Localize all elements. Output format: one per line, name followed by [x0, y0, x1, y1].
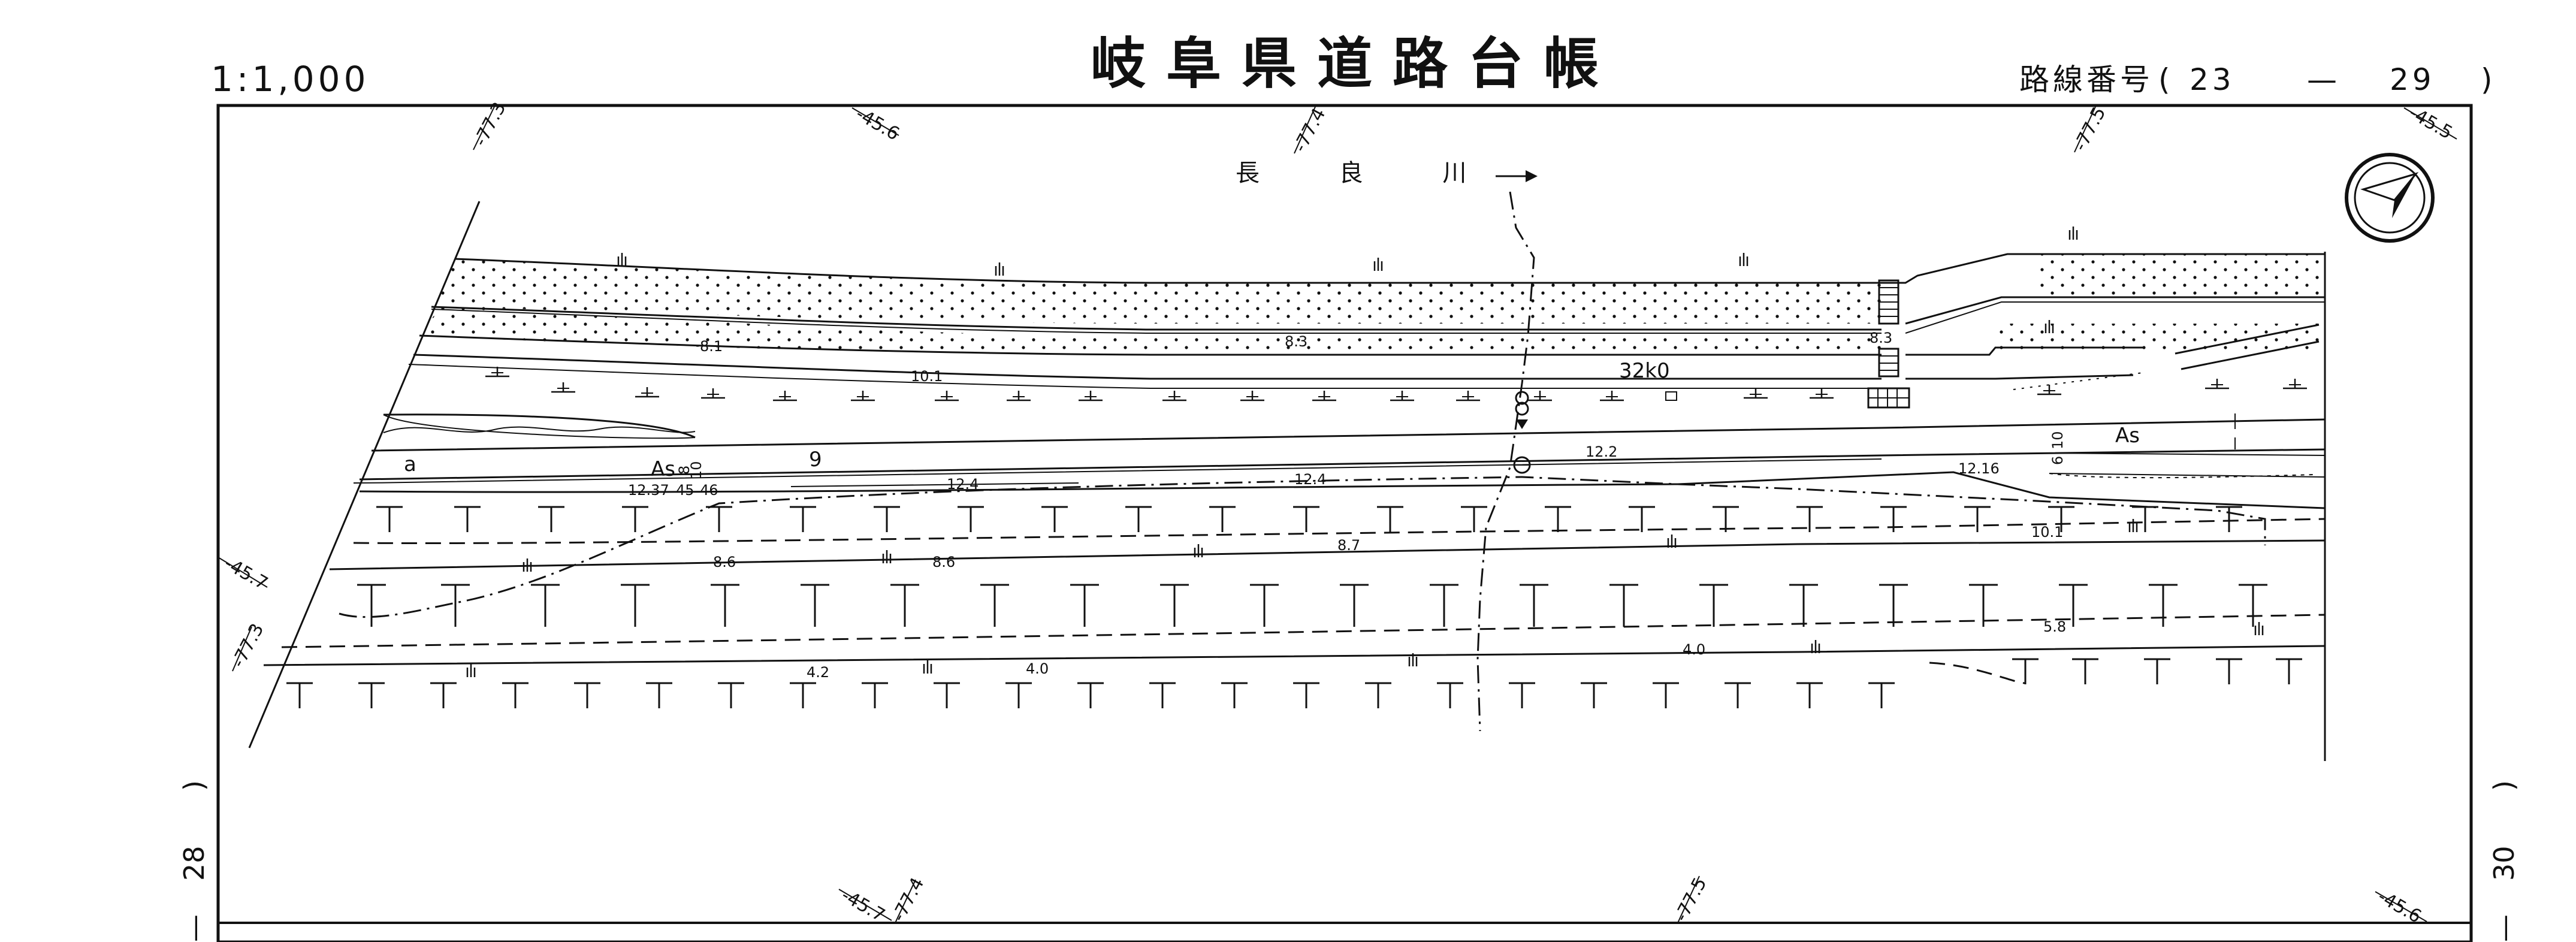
- coord-label: -77.4: [888, 874, 928, 925]
- route-number-dash: —: [2307, 62, 2341, 97]
- width-label: 46: [700, 482, 718, 499]
- map-title: 岐阜県道路台帳: [1091, 32, 1619, 96]
- coord-label: -45.6: [852, 104, 903, 145]
- km-post-label: 32k0: [1619, 359, 1670, 383]
- north-arrow-icon: [2345, 153, 2435, 243]
- coord-tick: [895, 879, 916, 923]
- elevation-label: 8.6: [932, 554, 955, 570]
- elevation-label: 10.1: [2031, 524, 2063, 541]
- coord-tick: [1294, 105, 1316, 154]
- coord-tick: [1677, 875, 1700, 923]
- elevation-label: 8.3: [1285, 333, 1307, 350]
- coord-tick: [2403, 107, 2457, 140]
- elevation-label: 12.4: [947, 476, 979, 493]
- coord-tick: [232, 626, 252, 672]
- station-label: 9: [809, 448, 822, 472]
- width-label: 8: [676, 466, 693, 475]
- route-number-from: 23: [2190, 62, 2235, 97]
- levee-upper: [408, 253, 2325, 409]
- coord-tick: [218, 557, 268, 588]
- river-label: 長 良 川: [1236, 159, 1538, 187]
- route-number-label: 路線番号: [2019, 62, 2154, 97]
- coord-tick: [473, 105, 496, 150]
- coord-tick: [838, 889, 892, 921]
- coordinate-labels: -77.3 -45.6 -77.4 -77.5 -45.5 -45.7 -77.…: [218, 99, 2457, 928]
- coord-tick: [2074, 105, 2097, 153]
- map-scale: 1:1,000: [211, 59, 369, 99]
- marsh-symbols: [484, 366, 2308, 401]
- road-mark-label: a: [404, 452, 416, 476]
- elevation-label: 4.2: [807, 664, 829, 681]
- right-sheet-ref: ) 30 —: [2488, 780, 2520, 942]
- coord-label: -77.5: [2070, 104, 2110, 155]
- elevation-label: 5.8: [2043, 618, 2066, 635]
- coord-tick: [2375, 891, 2427, 922]
- gauge-symbol: [1513, 391, 1531, 474]
- left-sheet-paren: ): [178, 780, 210, 791]
- road: [353, 413, 2326, 487]
- embankment-symbols: [285, 506, 2303, 709]
- elevation-label: 12.37: [628, 482, 669, 499]
- coord-label: -45.6: [2374, 886, 2425, 928]
- right-sheet-dash: —: [2488, 914, 2520, 942]
- width-label: 10: [688, 461, 705, 479]
- elevation-label: 8.6: [713, 554, 736, 570]
- coord-label: -77.4: [1289, 105, 1330, 156]
- right-sheet-paren: ): [2488, 780, 2520, 791]
- elevation-label: 12.4: [1294, 471, 1326, 488]
- elevation-label: 12.16: [1958, 460, 2000, 477]
- map-annotations: 32k0 As As a 9 8.1 10.1 8.3 8.3 12.37 12…: [404, 330, 2140, 681]
- elevation-label: 8.1: [700, 338, 723, 355]
- elevation-label: 4.0: [1683, 641, 1705, 658]
- width-label: 6: [2049, 456, 2066, 465]
- river-name: 長 良 川: [1236, 159, 1502, 187]
- left-sheet-dash: —: [178, 914, 210, 942]
- route-close-paren: ): [2481, 62, 2496, 97]
- width-label: 45: [676, 482, 694, 499]
- left-sheet-number: 28: [178, 846, 210, 881]
- route-number-to: 29: [2390, 62, 2435, 97]
- left-sheet-ref: ) 28 —: [178, 780, 210, 942]
- coord-tick: [851, 107, 899, 136]
- elevation-label: 4.0: [1026, 660, 1049, 677]
- coord-label: -45.7: [838, 885, 889, 926]
- right-sheet-number: 30: [2488, 846, 2520, 881]
- elevation-label: 12.2: [1586, 443, 1617, 460]
- elevation-label: 8.7: [1337, 537, 1360, 554]
- pavement-label: As: [651, 457, 675, 481]
- elevation-label: 10.1: [911, 368, 943, 385]
- river-centerline: [1476, 191, 1535, 732]
- coord-label: -77.5: [1671, 874, 1711, 925]
- map-frame: [216, 104, 2473, 942]
- width-label: 10: [2049, 431, 2066, 449]
- small-building: [1665, 391, 1677, 401]
- pavement-label: As: [2115, 424, 2140, 448]
- route-number: 路線番号 ( 23 — 29 ): [2019, 62, 2496, 97]
- elevation-label: 8.3: [1870, 330, 1892, 346]
- boundary-line: [339, 476, 2266, 618]
- route-open-paren: (: [2158, 62, 2174, 97]
- coord-label: -77.3: [228, 620, 268, 671]
